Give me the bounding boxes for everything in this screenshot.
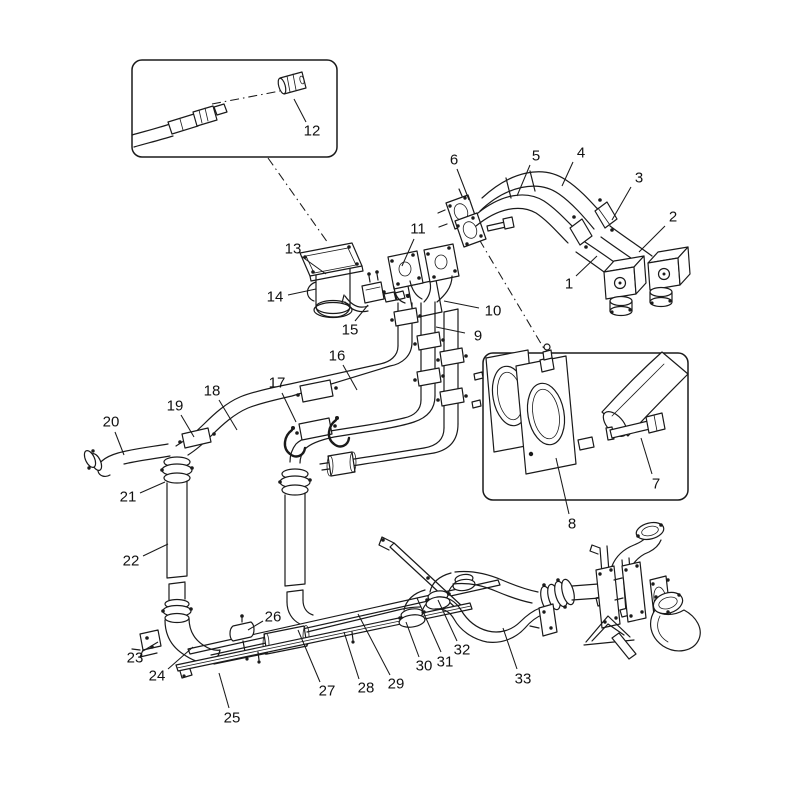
callout-label-32: 32 — [454, 642, 471, 659]
hose-assembly-top — [475, 170, 653, 279]
projection-line — [211, 90, 281, 105]
callout-label-21: 21 — [120, 489, 137, 506]
callout-label-6: 6 — [450, 152, 458, 169]
right-assembly — [529, 521, 701, 660]
callout-leader-29 — [357, 613, 391, 676]
inset-flange-detail — [471, 343, 689, 475]
callout-leader-5 — [516, 164, 531, 197]
callout-leader-2 — [638, 225, 666, 253]
callout-label-26: 26 — [265, 609, 282, 626]
callout-label-30: 30 — [416, 658, 433, 675]
callout-leader-14 — [287, 288, 317, 296]
callout-layer: 1234567891011121314151617181920212223242… — [103, 98, 677, 727]
callout-label-14: 14 — [267, 289, 284, 306]
inset-boxes — [131, 59, 689, 501]
callout-label-23: 23 — [127, 650, 144, 667]
callout-leader-18 — [218, 399, 238, 431]
flange-assembly-6 — [437, 188, 515, 248]
projection-line — [267, 157, 329, 244]
callout-label-27: 27 — [319, 683, 336, 700]
bottom-left-assembly — [131, 536, 501, 679]
callout-label-7: 7 — [652, 476, 660, 493]
mid-pipes — [390, 301, 468, 429]
callout-label-24: 24 — [149, 668, 166, 685]
callout-label-12: 12 — [304, 123, 321, 140]
elbow-cluster — [398, 570, 545, 643]
callout-leader-15 — [354, 304, 369, 322]
inset-box-flange-detail — [482, 352, 689, 501]
callout-leader-3 — [611, 186, 632, 221]
callout-label-8: 8 — [568, 516, 576, 533]
callout-label-20: 20 — [103, 414, 120, 431]
callout-label-4: 4 — [577, 145, 585, 162]
callout-leader-25 — [218, 672, 230, 709]
callout-leader-31 — [416, 597, 442, 653]
callout-leader-9 — [435, 326, 466, 334]
callout-leader-1 — [575, 255, 598, 277]
callout-leader-11 — [401, 238, 415, 267]
callout-label-11: 11 — [410, 221, 426, 238]
projection-lines — [211, 90, 547, 353]
callout-leader-12 — [293, 98, 307, 123]
callout-label-13: 13 — [285, 241, 302, 258]
callout-label-1: 1 — [565, 276, 573, 293]
callout-leader-13 — [300, 255, 327, 275]
callout-label-3: 3 — [635, 170, 643, 187]
callout-label-17: 17 — [269, 375, 286, 392]
callout-label-15: 15 — [342, 322, 359, 339]
callout-leader-27 — [297, 629, 321, 683]
callout-leader-33 — [502, 627, 518, 670]
inset-hose-detail — [131, 71, 307, 148]
horizontal-runs-16 — [175, 341, 459, 477]
callout-label-25: 25 — [224, 710, 241, 727]
callout-leader-28 — [343, 631, 360, 680]
callout-label-18: 18 — [204, 383, 221, 400]
callout-label-29: 29 — [388, 676, 405, 693]
callout-leader-30 — [405, 621, 420, 658]
callout-label-33: 33 — [515, 671, 532, 688]
callout-leader-10 — [443, 300, 480, 309]
callout-leader-24 — [167, 646, 194, 670]
callout-leader-26 — [247, 620, 264, 631]
callout-leader-23 — [142, 641, 159, 652]
callout-label-10: 10 — [485, 303, 502, 320]
callout-leader-32 — [437, 599, 458, 642]
callout-leader-16 — [342, 364, 358, 391]
callout-leader-8 — [555, 457, 570, 515]
callout-label-28: 28 — [358, 680, 375, 697]
callout-leader-21 — [139, 481, 166, 494]
callout-leader-20 — [114, 431, 125, 456]
inset-box-hose-fitting-detail — [131, 59, 338, 158]
callout-label-2: 2 — [669, 209, 677, 226]
callout-label-22: 22 — [123, 553, 140, 570]
callout-leader-7 — [640, 437, 653, 475]
callout-leader-22 — [142, 543, 169, 557]
flange-plates-11 — [387, 243, 460, 319]
callout-label-31: 31 — [437, 654, 454, 671]
hose-end-blocks — [603, 246, 691, 317]
callout-label-16: 16 — [329, 348, 346, 365]
left-tees-and-drops — [83, 443, 312, 603]
callout-label-5: 5 — [532, 148, 540, 165]
callout-leader-19 — [180, 414, 195, 438]
callout-leader-4 — [561, 161, 574, 187]
callout-label-9: 9 — [474, 328, 482, 345]
projection-line — [469, 223, 547, 353]
callout-label-19: 19 — [167, 398, 184, 415]
callout-leader-17 — [281, 392, 297, 423]
callout-leader-6 — [456, 168, 470, 201]
